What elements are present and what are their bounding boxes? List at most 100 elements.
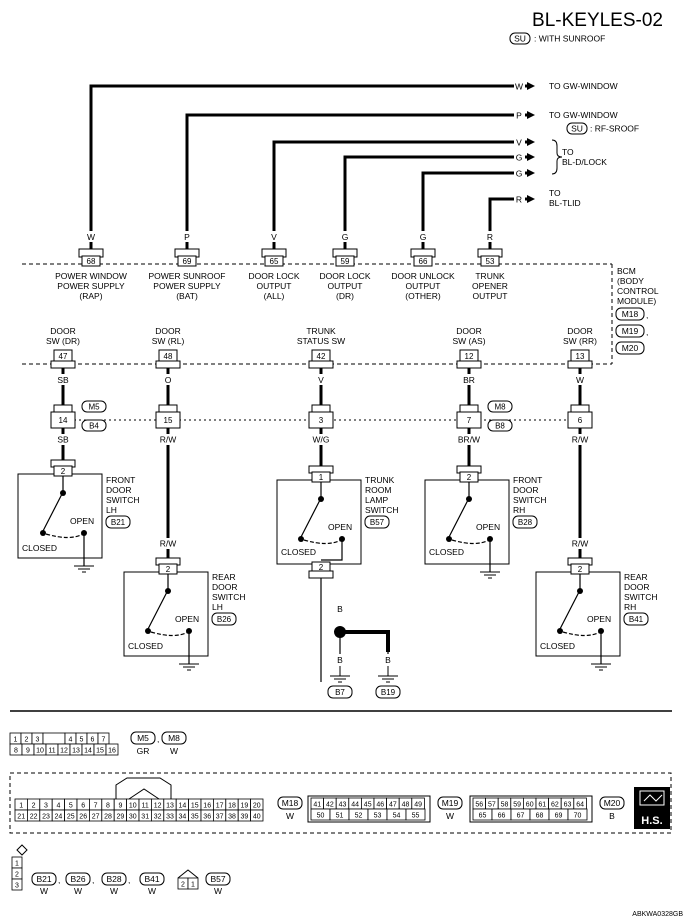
pin-function: SW (DR) bbox=[46, 336, 80, 346]
connector-pin-label: 51 bbox=[336, 813, 344, 820]
connector-color: W bbox=[74, 886, 82, 896]
connector-pin-label: 55 bbox=[412, 813, 420, 820]
connector-pin-label: 53 bbox=[374, 813, 382, 820]
pin-number: 69 bbox=[183, 257, 192, 266]
connector-pin-label: 1 bbox=[191, 882, 195, 889]
pin-function: OUTPUT bbox=[257, 281, 292, 291]
connector-pin-label: 59 bbox=[513, 802, 521, 809]
connector-pin-label: 2 bbox=[181, 882, 185, 889]
wire-color: G bbox=[516, 169, 523, 179]
connector-pin-label: 52 bbox=[355, 813, 363, 820]
footer-code: ABKWA0328GB bbox=[632, 911, 683, 918]
connector-pin-label: 10 bbox=[36, 748, 44, 755]
connector-pin-label: 6 bbox=[81, 803, 85, 810]
connector-pin-label: 16 bbox=[108, 748, 116, 755]
connector-pin-label: 65 bbox=[479, 813, 487, 820]
connector-color: W bbox=[214, 886, 222, 896]
connector-pin-label: 39 bbox=[241, 814, 249, 821]
connector-pin-label: 2 bbox=[15, 872, 19, 879]
switch-name: DOOR bbox=[212, 582, 238, 592]
connector-color: GR bbox=[137, 746, 150, 756]
pin-wire-color: BR bbox=[463, 375, 475, 385]
connector-pin-label: 60 bbox=[526, 802, 534, 809]
connector-pin-label: 46 bbox=[376, 802, 384, 809]
connector-pin-label: 54 bbox=[393, 813, 401, 820]
ground-connector-b7: B7 bbox=[335, 688, 345, 697]
joint-wire-color: W/G bbox=[313, 435, 330, 445]
joint-wire-color: BR/W bbox=[458, 435, 480, 445]
connector-pin-label: 8 bbox=[106, 803, 110, 810]
joint-wire-color: R/W bbox=[160, 539, 177, 549]
connector-pin-label: 19 bbox=[241, 803, 249, 810]
connector-pin-label: 38 bbox=[228, 814, 236, 821]
pin-function: POWER WINDOW bbox=[55, 271, 127, 281]
connector-pin-label: 15 bbox=[96, 748, 104, 755]
connector-pin-label: 3 bbox=[44, 803, 48, 810]
connector-pin-label: 41 bbox=[313, 802, 321, 809]
hs-label: H.S. bbox=[641, 815, 662, 827]
wire-color: W bbox=[515, 82, 523, 92]
bcm-label-line: CONTROL bbox=[617, 286, 659, 296]
sunroof-legend-badge: SU bbox=[514, 34, 526, 44]
ground-wire: B bbox=[337, 655, 343, 665]
connector-pin-label: 29 bbox=[117, 814, 125, 821]
pin-function: DOOR bbox=[456, 326, 482, 336]
connector-pin-cell bbox=[105, 743, 119, 756]
connector-pin-label: 2 bbox=[25, 737, 29, 744]
switch-state-labels: OPEN CLOSED OPEN CLOSED OPEN CLOSED OPEN… bbox=[22, 516, 611, 651]
dest-trunk-lid-2: BL-TLID bbox=[549, 198, 581, 208]
joint-pin: 14 bbox=[59, 416, 68, 425]
connector-pin-label: 62 bbox=[551, 802, 559, 809]
bcm-label-line: MODULE) bbox=[617, 296, 656, 306]
pin-number: 12 bbox=[465, 352, 474, 361]
connector-color: W bbox=[148, 886, 156, 896]
connector-id: M8 bbox=[168, 733, 180, 743]
connector-pin-label: 31 bbox=[141, 814, 149, 821]
connector-id: B41 bbox=[144, 874, 159, 884]
switch-open-label: OPEN bbox=[476, 522, 500, 532]
switch-pin-number: 2 bbox=[578, 565, 583, 574]
pin-function: DOOR LOCK bbox=[319, 271, 370, 281]
connector-pin-label: 61 bbox=[538, 802, 546, 809]
joint-pin: 7 bbox=[467, 416, 472, 425]
switch-name: TRUNK bbox=[365, 475, 395, 485]
pin-function: DOOR bbox=[567, 326, 593, 336]
sunroof-note: : RF-SROOF bbox=[590, 124, 639, 134]
pin-function: DOOR UNLOCK bbox=[391, 271, 455, 281]
diagram-title: BL-KEYLES-02 bbox=[532, 10, 663, 31]
connector-pin-label: 13 bbox=[72, 748, 80, 755]
connector-color: W bbox=[446, 811, 454, 821]
switch-pin-number: 2 bbox=[319, 563, 324, 572]
dest-trunk-lid-1: TO bbox=[549, 188, 561, 198]
switch-connector: B41 bbox=[629, 615, 644, 624]
joint-pin: 15 bbox=[164, 416, 173, 425]
output-wires bbox=[89, 82, 535, 256]
connector-pin-cell bbox=[405, 808, 426, 821]
switch-closed-label: CLOSED bbox=[128, 641, 163, 651]
connector-pin-label: 14 bbox=[84, 748, 92, 755]
switch-name: LAMP bbox=[365, 495, 388, 505]
pin-function: OUTPUT bbox=[473, 291, 508, 301]
connector-pin-label: 15 bbox=[191, 803, 199, 810]
pin-wire-color: W bbox=[87, 232, 95, 242]
pin-function: SW (RL) bbox=[152, 336, 185, 346]
ground-wire: B bbox=[385, 655, 391, 665]
switch-name: DOOR bbox=[513, 485, 539, 495]
connector-pin-label: 57 bbox=[488, 802, 496, 809]
connector-pin-label: 64 bbox=[576, 802, 584, 809]
switch-name: DOOR bbox=[106, 485, 132, 495]
connector-pin-label: 58 bbox=[501, 802, 509, 809]
pin-function: POWER SUNROOF bbox=[149, 271, 226, 281]
switch-name: LH bbox=[212, 602, 223, 612]
pin-function: TRUNK bbox=[475, 271, 505, 281]
connector-color: W bbox=[110, 886, 118, 896]
switch-connector: B26 bbox=[217, 615, 232, 624]
switch-connector: B57 bbox=[370, 518, 385, 527]
connector-pin-cell bbox=[567, 808, 588, 821]
bcm-connector-m20: M20 bbox=[622, 343, 639, 353]
joint-wire-color: R/W bbox=[160, 435, 177, 445]
bcm-top-pins: W P V G G R 68 69 65 59 66 53 POWER WIND… bbox=[55, 231, 508, 301]
connector-pin-label: 66 bbox=[498, 813, 506, 820]
pin-function: OPENER bbox=[472, 281, 508, 291]
